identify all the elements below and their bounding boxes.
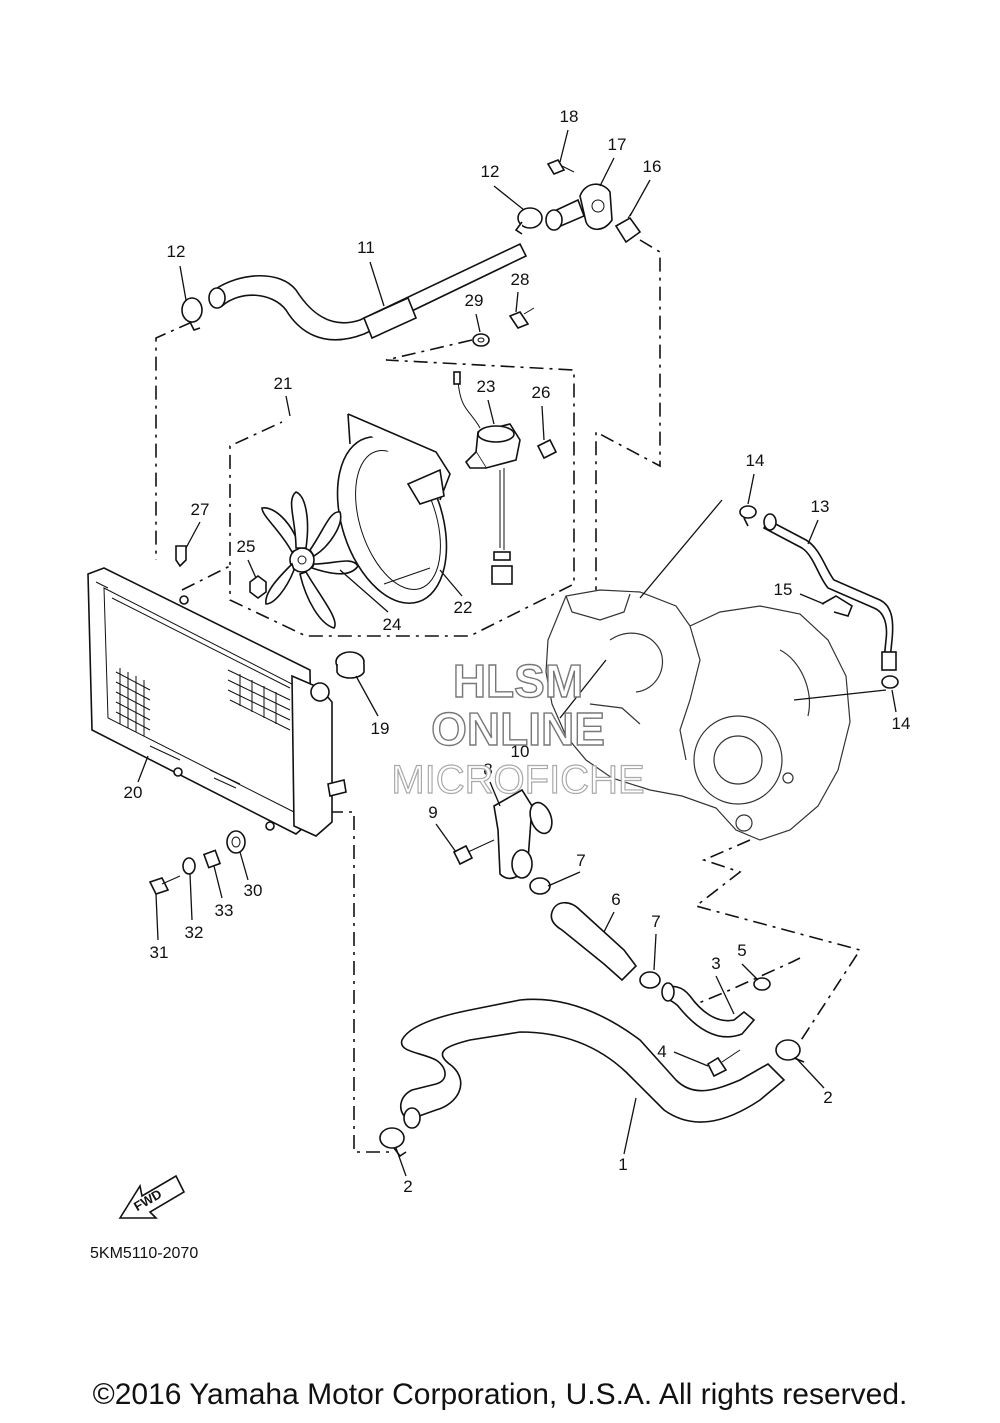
callout-32: 32 [185,923,204,942]
callout-30: 30 [244,881,263,900]
callout-19: 19 [371,719,390,738]
fan-shroud [336,413,451,605]
callout-14: 14 [746,451,765,470]
callout-2: 2 [403,1177,412,1196]
callout-leaders [137,129,897,1177]
callout-16: 16 [643,157,662,176]
callout-10: 10 [511,742,530,761]
callout-15: 15 [774,580,793,599]
water-inlet-parts [452,788,553,880]
callout-13: 13 [811,497,830,516]
diagram-code: 5KM5110-2070 [90,1245,198,1262]
callout-31: 31 [150,943,169,962]
clip-27 [175,545,187,568]
callout-labels: 1223456778910111212131414151617181920212… [124,107,911,1196]
watermark-line-2: ONLINE [431,703,605,755]
callout-8: 8 [483,760,492,779]
fwd-arrow: FWD [118,1174,186,1219]
clamp-7a [529,877,551,895]
callout-20: 20 [124,783,143,802]
callout-23: 23 [477,377,496,396]
breather-hose-13 [739,505,899,689]
radiator-cap [335,651,365,679]
callout-12: 12 [167,242,186,261]
hose-6 [550,901,638,982]
watermark-line-3: MICROFICHE [391,758,644,802]
callout-21: 21 [274,374,293,393]
callout-1: 1 [618,1155,627,1174]
callout-33: 33 [215,901,234,920]
reference-lines [155,239,887,1153]
callout-14: 14 [892,714,911,733]
callout-6: 6 [611,890,620,909]
callout-7: 7 [651,912,660,931]
copyright-notice: ©2016 Yamaha Motor Corporation, U.S.A. A… [93,1378,908,1411]
callout-27: 27 [191,500,210,519]
radiator [87,567,347,837]
callout-24: 24 [383,615,402,634]
callout-18: 18 [560,107,579,126]
fan-blade [261,491,359,629]
callout-17: 17 [608,135,627,154]
mount-hardware [148,830,246,895]
hose-1-end [403,1107,421,1129]
callout-9: 9 [428,803,437,822]
callout-22: 22 [454,598,473,617]
watermark: HLSM ONLINE MICROFICHE [391,654,646,802]
callout-26: 26 [532,383,551,402]
clamp-7b [639,971,661,989]
pipe-3 [661,977,771,1078]
callout-5: 5 [737,941,746,960]
hose-1 [400,998,786,1123]
callout-11: 11 [357,238,375,257]
callout-12: 12 [481,162,500,181]
bolt-26 [536,438,558,460]
bolt-28-washer-29 [472,307,535,347]
hose-11 [208,242,528,341]
callout-7: 7 [576,851,585,870]
callout-2: 2 [823,1088,832,1107]
callout-28: 28 [511,270,530,289]
fan-motor [453,371,521,585]
thermo-outlet-parts [545,159,642,244]
hose-clamps-12 [181,207,543,331]
nut-25 [249,575,267,599]
callout-3: 3 [711,954,720,973]
callout-4: 4 [657,1042,666,1061]
watermark-line-1: HLSM [453,655,583,707]
engine-block [545,589,851,841]
callout-25: 25 [237,537,256,556]
callout-29: 29 [465,291,484,310]
